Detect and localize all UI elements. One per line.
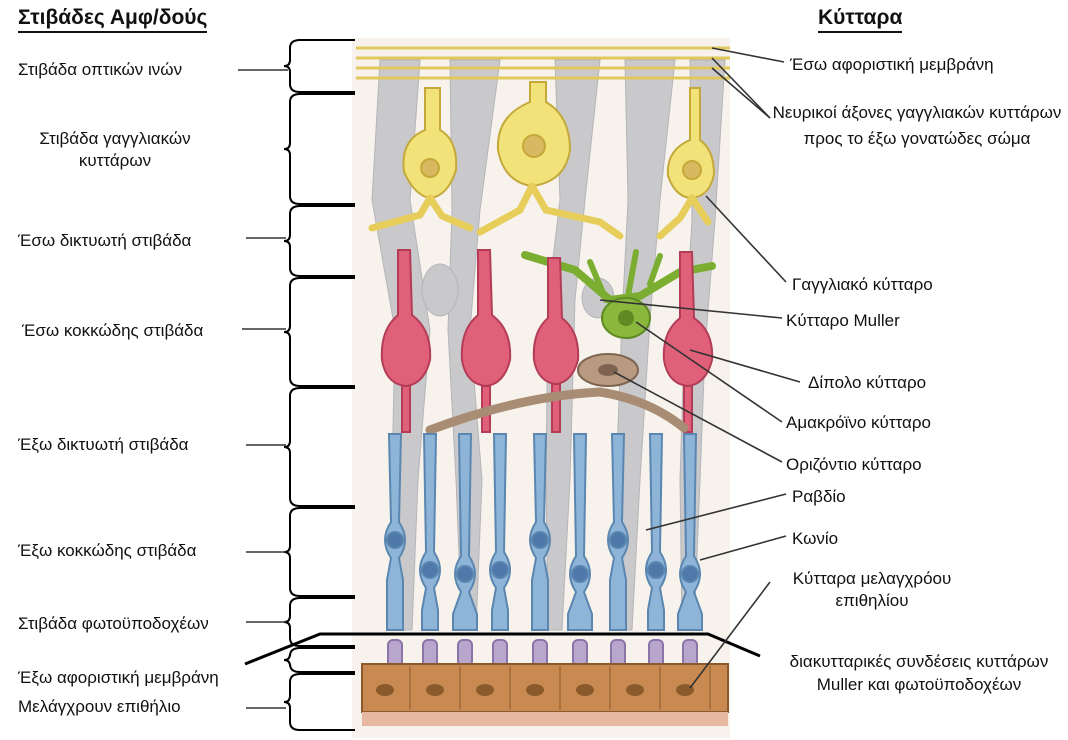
- layer-brace: [284, 648, 355, 672]
- photoreceptor-nucleus: [682, 566, 698, 582]
- outer-segment: [573, 640, 587, 666]
- amacrine-nucleus: [618, 310, 634, 326]
- outer-segment: [458, 640, 472, 666]
- photoreceptor-nucleus: [610, 532, 626, 548]
- photoreceptor-nucleus: [492, 562, 508, 578]
- layer-brace: [284, 388, 355, 506]
- layer-brace: [284, 278, 355, 386]
- pigment-epithelium: [362, 664, 728, 726]
- layer-braces: [284, 40, 355, 730]
- outer-segment: [683, 640, 697, 666]
- photoreceptor-nucleus: [387, 532, 403, 548]
- photoreceptor-nucleus: [572, 566, 588, 582]
- ganglion-nucleus: [523, 135, 545, 157]
- layer-brace: [284, 40, 355, 92]
- epithelial-nucleus: [476, 684, 494, 696]
- photoreceptor-nucleus: [532, 532, 548, 548]
- epithelial-nucleus: [376, 684, 394, 696]
- photoreceptors: [385, 434, 702, 680]
- photoreceptor-nucleus: [422, 562, 438, 578]
- photoreceptor-nucleus: [648, 562, 664, 578]
- epithelial-nucleus: [576, 684, 594, 696]
- epithelial-nucleus: [426, 684, 444, 696]
- layer-brace: [284, 94, 355, 204]
- layer-brace: [284, 674, 355, 730]
- layer-brace: [284, 508, 355, 596]
- photoreceptor-nucleus: [457, 566, 473, 582]
- layer-brace: [284, 598, 355, 646]
- layer-brace: [284, 206, 355, 276]
- epithelial-nucleus: [626, 684, 644, 696]
- ganglion-nucleus: [421, 159, 439, 177]
- ganglion-nucleus: [683, 161, 701, 179]
- epithelial-nucleus: [526, 684, 544, 696]
- muller-cell-nucleus: [422, 264, 458, 316]
